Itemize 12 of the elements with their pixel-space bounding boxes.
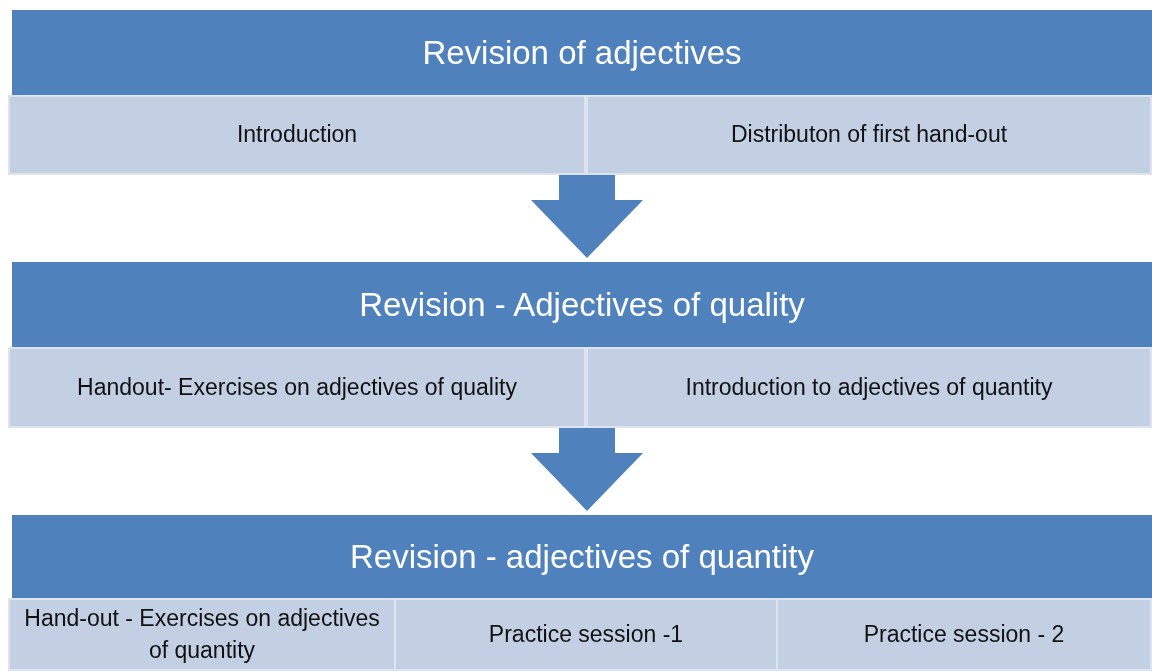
- step-box: Handout- Exercises on adjectives of quality: [8, 347, 586, 428]
- down-arrow: [531, 175, 643, 258]
- down-arrow: [531, 428, 643, 511]
- stage-header-band: Revision - Adjectives of quality: [12, 262, 1152, 347]
- stage-header-band: Revision of adjectives: [12, 10, 1152, 95]
- step-box: Practice session -1: [394, 598, 778, 671]
- step-box: Introduction to adjectives of quantity: [586, 347, 1152, 428]
- step-box: Practice session - 2: [776, 598, 1152, 671]
- step-box: Hand-out - Exercises on adjectives of quantity: [8, 598, 396, 671]
- stage-header-band: Revision - adjectives of quantity: [12, 515, 1152, 598]
- step-box: Introduction: [8, 95, 586, 175]
- step-box: Distributon of first hand-out: [586, 95, 1152, 175]
